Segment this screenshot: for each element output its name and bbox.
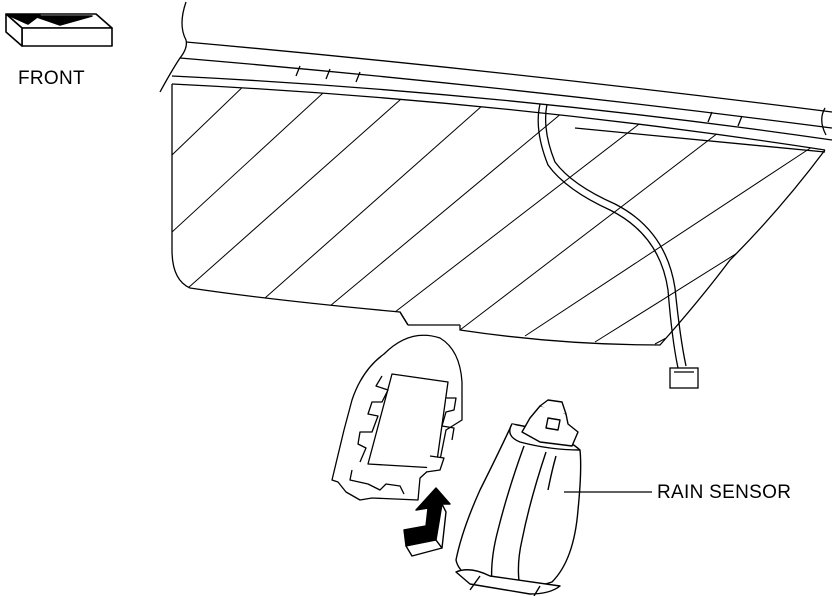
rain-sensor-label: RAIN SENSOR [657,482,792,503]
rain-sensor-unit [455,399,582,596]
install-arrow-icon [403,487,451,557]
sensor-harness [537,103,699,389]
windshield-area [159,1,832,346]
sensor-bracket [331,334,463,501]
glass-hatching [172,84,825,345]
front-direction-icon [5,13,113,47]
front-label: FRONT [18,68,85,89]
